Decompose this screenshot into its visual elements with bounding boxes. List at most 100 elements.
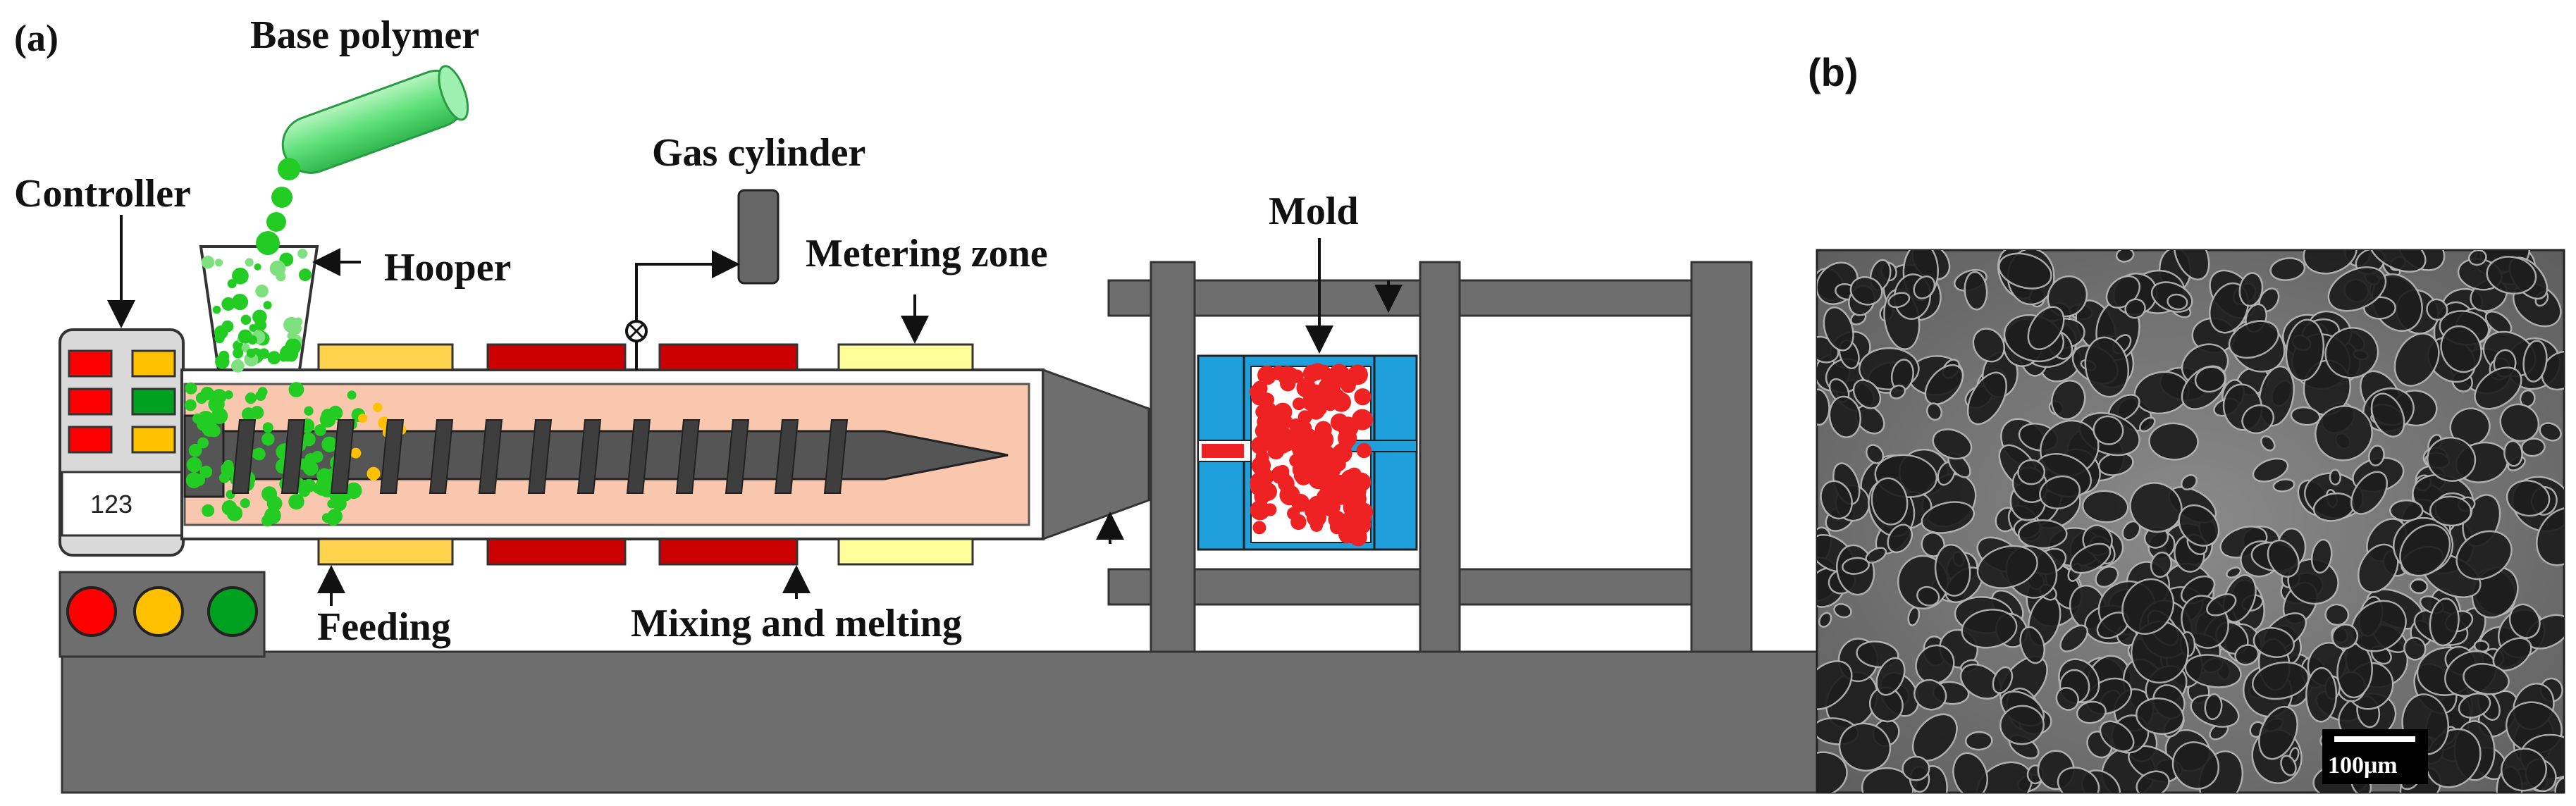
pellet (345, 482, 362, 500)
pellet (207, 390, 216, 399)
heater-band-top-metering (837, 343, 974, 371)
foam-pore (2500, 748, 2548, 792)
foam-pore (2167, 293, 2188, 311)
foam-pore (2324, 603, 2350, 626)
foam-pore (2124, 298, 2146, 319)
foam-pore (1865, 444, 1885, 464)
pellet (266, 212, 286, 232)
pellet (262, 422, 273, 433)
foam-pore (2206, 593, 2237, 616)
gas-system (625, 189, 779, 370)
foam-pore (2252, 457, 2289, 483)
tie-bar-top (1107, 279, 1713, 317)
machine-base (61, 650, 2058, 794)
feed-tube (281, 65, 469, 174)
status-light-box (58, 571, 266, 658)
status-light-green (207, 586, 258, 637)
foam-pore (2310, 538, 2333, 574)
pellet (261, 486, 278, 502)
foam-pore (2017, 459, 2046, 485)
pellet (255, 284, 269, 298)
foam-pore (1887, 523, 1913, 554)
foam-pore (2081, 490, 2129, 523)
clamp-unit (1107, 261, 1753, 653)
controller-display-value: 123 (90, 490, 133, 519)
controller-button (131, 388, 176, 416)
foam-pore (2069, 542, 2112, 574)
foam-cell (1252, 521, 1267, 535)
pellet (289, 331, 297, 340)
heater-band-bottom-feeding (317, 538, 454, 566)
pellet (221, 297, 235, 311)
foam-pore (2305, 666, 2338, 723)
pellet (261, 433, 275, 446)
foam-pore (2499, 403, 2540, 442)
pellet (211, 389, 227, 404)
label-hooper: Hooper (384, 246, 511, 290)
foam-pore (2403, 636, 2427, 661)
foam-pore (2285, 318, 2325, 382)
foam-pore (2429, 495, 2472, 527)
label-base-polymer: Base polymer (250, 13, 479, 57)
panel-b-tag: (b) (1808, 50, 1859, 94)
foam-pore (1913, 275, 1936, 299)
foam-pore (2019, 626, 2045, 664)
screw-flight (478, 419, 503, 494)
foam-pore (2455, 530, 2513, 581)
foam-pore (1999, 705, 2045, 745)
foam-pore (1889, 384, 1906, 399)
pellet (240, 498, 250, 509)
pellet (212, 305, 221, 314)
foam-cell (1309, 519, 1324, 533)
foam-pore (2324, 327, 2379, 379)
pellet (221, 320, 234, 333)
pellet (285, 338, 302, 355)
pellet (251, 449, 261, 459)
pellet (259, 348, 269, 359)
foam-pore (2178, 504, 2220, 547)
foam-cell (1302, 393, 1319, 411)
pellet (233, 347, 244, 359)
foam-pore (2057, 767, 2100, 793)
scale-bar-label: 100μm (2328, 752, 2398, 779)
screw-flight (281, 419, 306, 494)
label-feeding: Feeding (317, 605, 451, 649)
pellet (231, 359, 245, 373)
foam-pore (2358, 543, 2399, 593)
pellet (186, 457, 202, 473)
foam-pore (1842, 557, 1870, 575)
screw-flight (527, 419, 553, 494)
pellet (245, 258, 254, 267)
pellet (241, 407, 256, 421)
pellet (192, 413, 203, 424)
foam-cell (1317, 445, 1336, 465)
foam-pore (1972, 328, 2006, 363)
controller-button (68, 388, 113, 416)
foam-pore (1992, 666, 2014, 694)
foam-pore (2171, 741, 2220, 790)
pellet (246, 348, 256, 358)
pellet (201, 255, 215, 269)
foam-cell (1287, 507, 1300, 520)
pellet (215, 354, 230, 369)
pellet (278, 158, 300, 180)
status-light-yellow (133, 586, 184, 637)
pellet (303, 460, 319, 476)
foam-pore (2267, 539, 2300, 578)
foam-cell (1338, 428, 1357, 448)
pellet (221, 464, 235, 478)
pellet (245, 392, 257, 404)
pellet (321, 436, 338, 452)
foam-pore (2389, 499, 2424, 522)
foam-pore (2059, 624, 2089, 652)
foam-pore (2303, 250, 2358, 275)
pellet (304, 406, 314, 416)
pellet (350, 447, 362, 459)
screw-flight (823, 419, 849, 494)
foam-pore (1913, 678, 1947, 711)
foam-cell (1289, 454, 1302, 467)
foam-pore (1849, 276, 1883, 306)
foam-cell (1251, 388, 1269, 406)
foam-pore (2099, 720, 2135, 752)
foam-pore (2204, 693, 2223, 720)
